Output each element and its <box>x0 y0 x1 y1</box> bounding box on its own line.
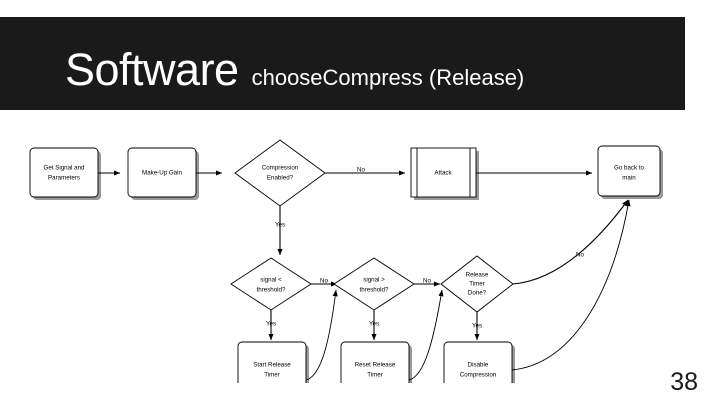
node-label-go-back-line2: main <box>622 175 636 182</box>
node-label-release-timer-line2: Timer <box>469 281 485 288</box>
node-get-signal: Get Signal and Parameters <box>29 147 101 200</box>
node-make-up-gain: Make-Up Gain <box>127 147 199 200</box>
node-start-release-timer: Start Release Timer <box>237 341 309 383</box>
node-label-release-timer-line3: Done? <box>468 290 487 297</box>
node-compression-enabled: Compression Enabled? <box>234 139 326 207</box>
page-number: 38 <box>670 368 698 396</box>
node-label-disable-compression-line2: Compression <box>460 372 497 379</box>
node-label-attack: Attack <box>434 170 452 177</box>
edge-label-signal-less-no: No <box>320 278 328 285</box>
node-label-release-timer-line1: Release <box>466 272 489 279</box>
node-label-get-signal-line1: Get Signal and <box>44 165 85 172</box>
edge-reset-release-return <box>408 289 444 381</box>
edge-label-release-timer-no: No <box>576 252 584 259</box>
node-label-get-signal-line2: Parameters <box>48 175 80 182</box>
page-title: Software <box>65 44 239 95</box>
node-label-signal-less-line1: signal < <box>260 277 282 284</box>
edge-label-signal-greater-no: No <box>423 278 431 285</box>
node-label-start-release-line2: Timer <box>264 372 280 379</box>
page-subtitle: chooseCompress (Release) <box>251 65 525 90</box>
node-label-disable-compression-line1: Disable <box>468 362 489 369</box>
node-label-reset-release-line1: Reset Release <box>355 362 396 369</box>
node-label-compression-enabled-line1: Compression <box>262 165 299 172</box>
node-go-back-to-main: Go back to main <box>597 145 663 199</box>
node-label-signal-less-line2: threshold? <box>257 287 286 294</box>
node-signal-greater-threshold: signal > threshold? <box>333 257 415 311</box>
flowchart-diagram: Get Signal and Parameters Make-Up Gain C… <box>0 118 720 383</box>
edge-label-compression-no: No <box>357 167 365 174</box>
title-banner: Software chooseCompress (Release) <box>0 17 685 110</box>
node-disable-compression: Disable Compression <box>443 341 515 383</box>
edge-start-release-return <box>305 289 338 381</box>
node-label-signal-greater-line2: threshold? <box>360 287 389 294</box>
node-attack: Attack <box>410 147 479 200</box>
node-label-go-back-line1: Go back to <box>614 165 644 172</box>
node-release-timer-done: Release Timer Done? <box>440 255 514 313</box>
edge-label-compression-yes: Yes <box>275 222 285 229</box>
edge-label-release-timer-yes: Yes <box>472 323 482 330</box>
node-label-compression-enabled-line2: Enabled? <box>267 175 294 182</box>
edge-disable-compression-return <box>511 199 631 371</box>
node-label-start-release-line1: Start Release <box>253 362 291 369</box>
node-label-signal-greater-line1: signal > <box>363 277 385 284</box>
edge-label-signal-greater-yes: Yes <box>369 321 379 328</box>
node-label-make-up-gain: Make-Up Gain <box>142 170 182 177</box>
node-reset-release-timer: Reset Release Timer <box>340 341 412 383</box>
title-row: Software chooseCompress (Release) <box>65 47 524 92</box>
edge-release-timer-no <box>512 199 629 285</box>
node-signal-less-threshold: signal < threshold? <box>230 257 312 311</box>
node-label-reset-release-line2: Timer <box>367 372 383 379</box>
edge-label-signal-less-yes: Yes <box>266 321 276 328</box>
